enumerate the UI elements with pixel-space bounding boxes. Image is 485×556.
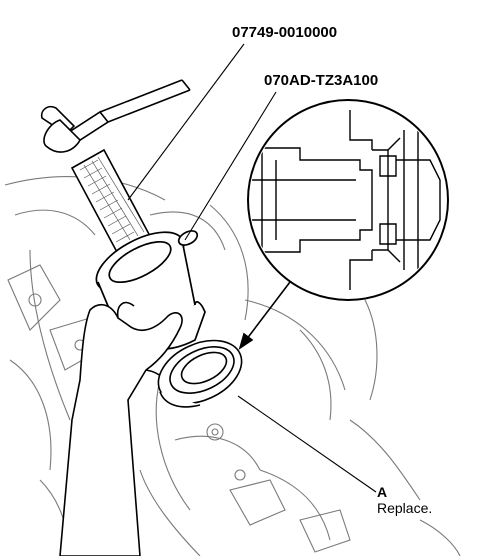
hand-icon <box>59 301 183 556</box>
transmission-housing <box>4 176 461 556</box>
tool-number-driver: 07749-0010000 <box>232 24 338 41</box>
tool-number-attachment: 070AD-TZ3A100 <box>264 72 379 89</box>
hammer-icon <box>40 79 191 153</box>
driver-handle-icon <box>70 148 152 256</box>
oil-seal-icon <box>157 339 243 408</box>
leader-lines <box>127 43 377 493</box>
detail-magnifier-icon <box>247 99 449 301</box>
detail-arrow <box>238 281 291 350</box>
part-letter-label: A <box>377 484 388 500</box>
part-note-label: Replace. <box>377 500 433 516</box>
